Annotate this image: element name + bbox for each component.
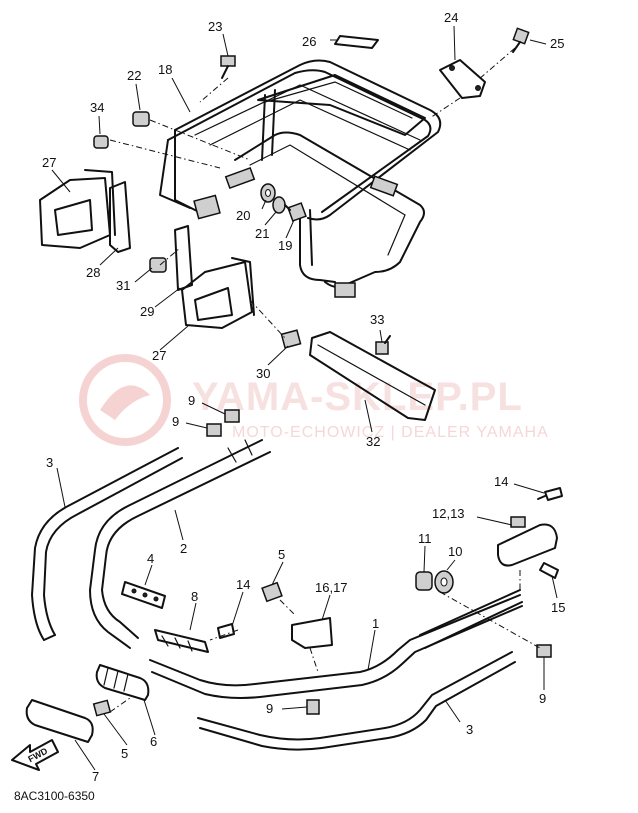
bolt-5-upper: [261, 581, 283, 603]
bar-1: [149, 589, 523, 699]
label-26: [334, 35, 379, 49]
nut-11: [415, 571, 433, 591]
bolt-19: [284, 202, 307, 222]
callout-27-upper: 27: [42, 155, 56, 170]
rivet-15: [539, 562, 559, 579]
callout-5-lower: 5: [121, 746, 128, 761]
callout-9-b: 9: [172, 414, 179, 429]
bolt-25: [512, 27, 530, 53]
bolt-5-lower: [92, 699, 112, 717]
callout-18: 18: [158, 62, 172, 77]
callout-9-right: 9: [539, 691, 546, 706]
callout-7: 7: [92, 769, 99, 784]
bracket-16-17: [291, 617, 333, 649]
rivet-14-right: [537, 487, 563, 501]
callout-30: 30: [256, 366, 270, 381]
callout-23: 23: [208, 19, 222, 34]
fwd-arrow-icon: FWD: [11, 739, 59, 771]
bracket-29: [174, 225, 193, 291]
bracket-24: [439, 59, 486, 99]
callout-15: 15: [551, 600, 565, 615]
guard-rail-2: [89, 439, 271, 649]
grip-7: [25, 699, 94, 743]
callout-24: 24: [444, 10, 458, 25]
washer-21: [272, 196, 286, 214]
callout-25: 25: [550, 36, 564, 51]
callout-6: 6: [150, 734, 157, 749]
callout-20: 20: [236, 208, 250, 223]
callout-33: 33: [370, 312, 384, 327]
strip-8: [154, 629, 209, 653]
pad-4: [121, 581, 166, 609]
callout-27-lower: 27: [152, 348, 166, 363]
washer-20: [260, 183, 276, 203]
callouts: 23 24 25 26 18 22 34 27 28 31 29 27 20 2…: [42, 10, 565, 784]
collar-10: [434, 570, 454, 594]
callout-11: 11: [418, 531, 432, 546]
callout-8: 8: [191, 589, 198, 604]
callout-32: 32: [366, 434, 380, 449]
bolt-9-bottom: [306, 699, 320, 715]
callout-1: 1: [372, 616, 379, 631]
clamp-12-13: [497, 516, 558, 567]
callout-16-17: 16,17: [315, 580, 348, 595]
plate-32: [309, 331, 436, 421]
callout-14-left: 14: [236, 577, 250, 592]
catalog-number: 8AC3100-6350: [14, 789, 95, 803]
bolt-9-a: [224, 409, 240, 423]
callout-9-a: 9: [188, 393, 195, 408]
callout-28: 28: [86, 265, 100, 280]
callout-5-upper: 5: [278, 547, 285, 562]
callout-9-bottom: 9: [266, 701, 273, 716]
nut-31: [149, 257, 167, 273]
nut-22: [132, 111, 150, 127]
callout-19: 19: [278, 238, 292, 253]
callout-4: 4: [147, 551, 154, 566]
callout-29: 29: [140, 304, 154, 319]
guard-rail-3-bottom: [197, 651, 516, 751]
callout-3-left: 3: [46, 455, 53, 470]
callout-2: 2: [180, 541, 187, 556]
rear-rack-assembly: [159, 59, 442, 298]
bolt-33: [375, 335, 391, 355]
grip-6: [95, 664, 150, 701]
callout-3-bottom: 3: [466, 722, 473, 737]
watermark-brand: YAMA-SKLEP.PL: [192, 375, 523, 419]
callout-31: 31: [116, 278, 130, 293]
bracket-28: [109, 181, 131, 253]
side-cover-27-lower: [181, 257, 255, 329]
side-cover-27-upper: [39, 169, 116, 249]
bolt-30: [280, 329, 302, 349]
callout-22: 22: [127, 68, 141, 83]
bolt-23: [220, 55, 236, 79]
watermark-logo-icon: [79, 354, 171, 446]
watermark-dealer: MOTO-ECHOWICZ | DEALER YAMAHA: [232, 424, 549, 441]
guard-rail-3-left: [31, 447, 183, 641]
callout-26: 26: [302, 34, 316, 49]
callout-34: 34: [90, 100, 104, 115]
watermark: YAMA-SKLEP.PL MOTO-ECHOWICZ | DEALER YAM…: [79, 354, 549, 446]
bolt-9-right: [536, 644, 552, 658]
rivet-14-left: [217, 623, 235, 639]
bolt-9-b: [206, 423, 222, 437]
leader-lines: [51, 25, 558, 771]
callout-12-13: 12,13: [432, 506, 465, 521]
callout-10: 10: [448, 544, 462, 559]
callout-14-right: 14: [494, 474, 508, 489]
cap-34: [93, 135, 109, 149]
callout-21: 21: [255, 226, 269, 241]
